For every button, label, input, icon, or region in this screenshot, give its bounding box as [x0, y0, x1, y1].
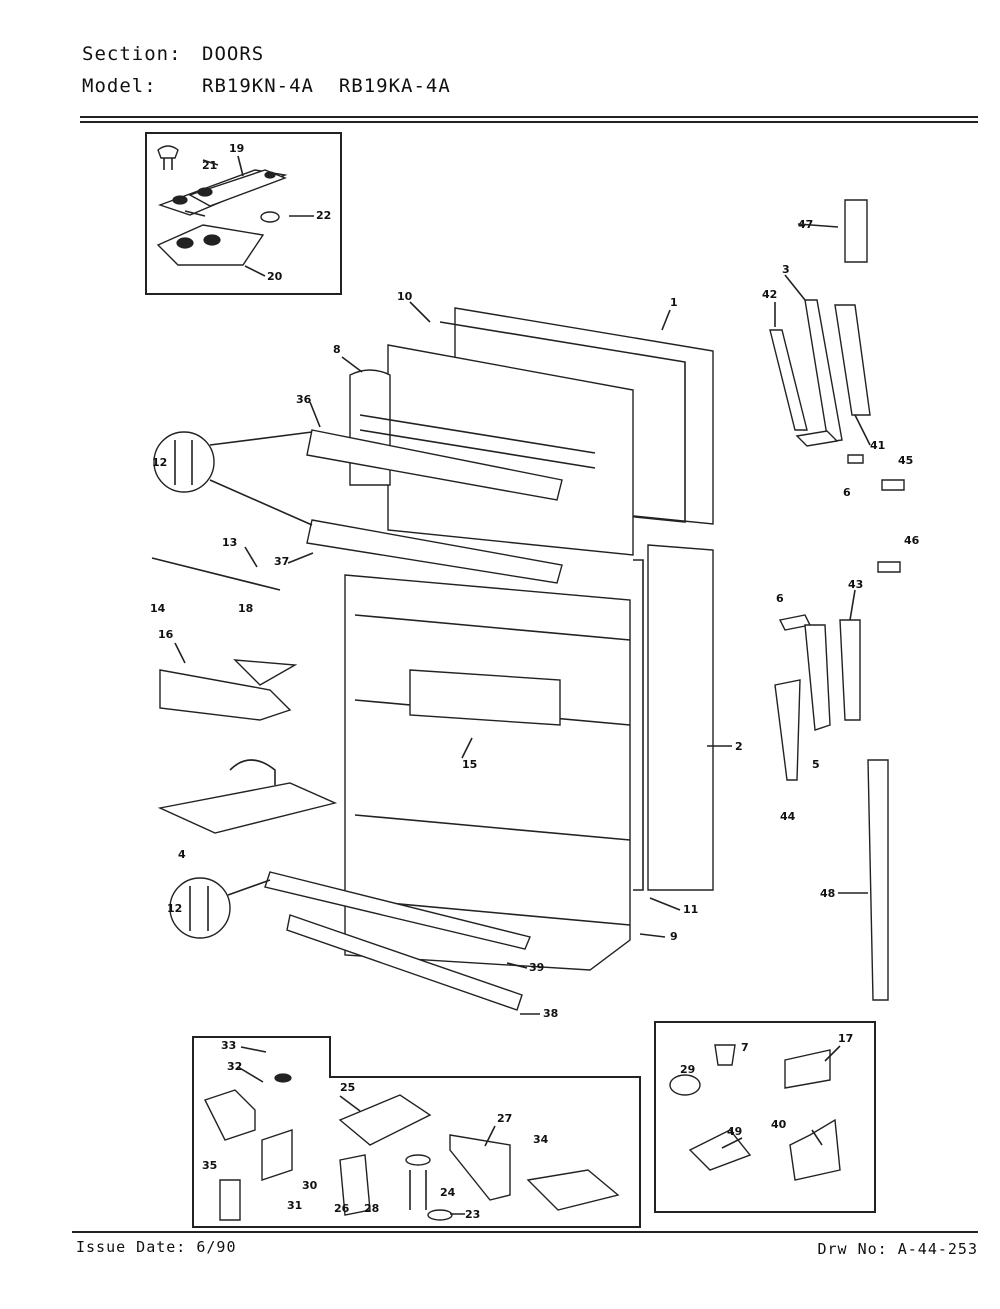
callout-48: 48: [820, 887, 835, 900]
model-value: RB19KN-4A RB19KA-4A: [202, 75, 451, 97]
callout-19: 19: [229, 142, 244, 155]
callout-1: 1: [670, 296, 678, 309]
model-key: Model:: [82, 75, 157, 97]
section-line: Section: DOORS: [82, 43, 264, 65]
detail-circle-12-top: [153, 431, 313, 526]
callout-6a: 6: [843, 486, 851, 499]
callout-9: 9: [670, 930, 678, 943]
callout-25: 25: [340, 1081, 355, 1094]
callout-12a: 12: [152, 456, 167, 469]
callout-29: 29: [680, 1063, 695, 1076]
model-line: Model: RB19KN-4A RB19KA-4A: [82, 75, 451, 97]
callout-35: 35: [202, 1159, 217, 1172]
issue-date: Issue Date: 6/90: [76, 1238, 237, 1256]
callout-32: 32: [227, 1060, 242, 1073]
callout-15: 15: [462, 758, 477, 771]
section-key: Section:: [82, 43, 182, 65]
callout-43: 43: [848, 578, 863, 591]
callout-21: 21: [202, 159, 217, 172]
callout-4: 4: [178, 848, 186, 861]
callout-20: 20: [267, 270, 283, 283]
callout-38: 38: [543, 1007, 558, 1020]
callout-10: 10: [397, 290, 413, 303]
callout-28: 28: [364, 1202, 379, 1215]
callout-37: 37: [274, 555, 289, 568]
callout-26: 26: [334, 1202, 350, 1215]
fresh-food-door: [264, 544, 714, 1011]
callout-13: 13: [222, 536, 237, 549]
detail-circle-12-bottom: [169, 877, 271, 939]
bottom-hinge-inset: [192, 1036, 641, 1228]
callout-5: 5: [812, 758, 820, 771]
callout-36: 36: [296, 393, 312, 406]
callout-30: 30: [302, 1179, 318, 1192]
callout-24: 24: [440, 1186, 456, 1199]
callout-46: 46: [904, 534, 920, 547]
callout-2: 2: [735, 740, 743, 753]
callout-44: 44: [780, 810, 796, 823]
callout-49: 49: [727, 1125, 742, 1138]
callout-22: 22: [316, 209, 331, 222]
callout-7: 7: [741, 1041, 749, 1054]
callout-18: 18: [238, 602, 253, 615]
left-accessories: [151, 557, 338, 834]
callout-8: 8: [333, 343, 341, 356]
freezer-door: [306, 307, 714, 584]
callout-42: 42: [762, 288, 777, 301]
callout-16: 16: [158, 628, 174, 641]
callout-39: 39: [529, 961, 544, 974]
callout-31: 31: [287, 1199, 302, 1212]
callout-labels: 1 2 3 4 5 6 6 7 8 9 10 11 12 12 13 14 15…: [150, 142, 920, 1221]
leader-lines: [174, 155, 871, 1215]
callout-6b: 6: [776, 592, 784, 605]
header-rule-top: [80, 116, 978, 118]
callout-11: 11: [683, 903, 698, 916]
right-hardware: [769, 199, 905, 1001]
callout-17: 17: [838, 1032, 853, 1045]
callout-12b: 12: [167, 902, 182, 915]
small-parts-inset: [654, 1021, 876, 1213]
callout-14: 14: [150, 602, 166, 615]
section-value: DOORS: [202, 43, 265, 65]
callout-33: 33: [221, 1039, 236, 1052]
header-rule-bottom: [80, 121, 978, 123]
hinge-inset-box: [145, 132, 342, 295]
callout-34: 34: [533, 1133, 549, 1146]
callout-41: 41: [870, 439, 885, 452]
callout-3: 3: [782, 263, 790, 276]
callout-40: 40: [771, 1118, 787, 1131]
footer-rule: [72, 1231, 978, 1233]
callout-45: 45: [898, 454, 913, 467]
drawing-number: Drw No: A-44-253: [817, 1240, 978, 1258]
callout-27: 27: [497, 1112, 512, 1125]
callout-23: 23: [465, 1208, 480, 1221]
